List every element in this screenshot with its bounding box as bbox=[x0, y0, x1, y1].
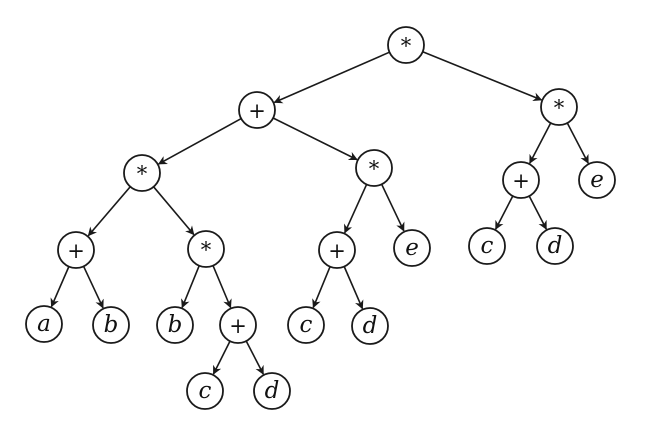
edge-arrow bbox=[312, 266, 331, 309]
node-label: b bbox=[104, 312, 119, 338]
node-label: + bbox=[512, 169, 530, 193]
edge-arrow bbox=[50, 266, 70, 308]
node-circle bbox=[238, 91, 276, 129]
edge-arrow bbox=[245, 340, 265, 375]
variable-node-b: b bbox=[156, 306, 194, 344]
node-circle bbox=[536, 227, 574, 265]
node-label: * bbox=[201, 238, 212, 262]
variable-node-d: d bbox=[253, 372, 291, 410]
node-circle bbox=[578, 161, 616, 199]
variable-node-d: d bbox=[536, 227, 574, 265]
edge-arrow bbox=[422, 51, 543, 102]
edge-arrow bbox=[566, 122, 589, 164]
node-label: c bbox=[300, 312, 313, 338]
node-circle bbox=[393, 229, 431, 267]
edge-arrow bbox=[344, 184, 368, 234]
node-label: a bbox=[37, 311, 51, 337]
node-circle bbox=[25, 305, 63, 343]
node-circle bbox=[540, 88, 578, 126]
edge-arrow bbox=[272, 117, 358, 161]
variable-node-d: d bbox=[351, 307, 389, 345]
variable-node-b: b bbox=[92, 306, 130, 344]
node-label: c bbox=[199, 378, 212, 404]
plus-operator-node: + bbox=[318, 231, 356, 269]
node-circle bbox=[187, 230, 225, 268]
multiply-operator-node: * bbox=[355, 149, 393, 187]
node-circle bbox=[502, 161, 540, 199]
multiply-operator-node: * bbox=[123, 154, 161, 192]
node-label: * bbox=[369, 157, 380, 181]
edge-arrow bbox=[494, 195, 514, 230]
edge-arrow bbox=[273, 51, 390, 104]
variable-node-e: e bbox=[578, 161, 616, 199]
multiply-operator-node: * bbox=[540, 88, 578, 126]
node-circle bbox=[387, 26, 425, 64]
node-circle bbox=[92, 306, 130, 344]
variable-node-e: e bbox=[393, 229, 431, 267]
node-circle bbox=[351, 307, 389, 345]
plus-operator-node: + bbox=[238, 91, 276, 129]
node-circle bbox=[287, 306, 325, 344]
edge-arrow bbox=[212, 340, 231, 375]
node-label: + bbox=[248, 99, 266, 123]
node-label: c bbox=[481, 233, 494, 259]
edge-arrow bbox=[157, 117, 242, 165]
multiply-operator-node: * bbox=[187, 230, 225, 268]
node-label: b bbox=[168, 312, 183, 338]
edge-arrow bbox=[380, 183, 405, 232]
node-circle bbox=[253, 372, 291, 410]
node-label: + bbox=[229, 314, 247, 338]
node-label: d bbox=[363, 313, 378, 339]
variable-node-c: c bbox=[468, 227, 506, 265]
node-label: e bbox=[590, 167, 604, 193]
tree-nodes: * + * * + e * + e c d + * a b b + c d c d bbox=[25, 26, 616, 410]
edge-arrow bbox=[529, 122, 552, 164]
node-circle bbox=[355, 149, 393, 187]
node-label: * bbox=[137, 162, 148, 186]
node-circle bbox=[318, 231, 356, 269]
node-circle bbox=[186, 372, 224, 410]
variable-node-c: c bbox=[287, 306, 325, 344]
plus-operator-node: + bbox=[219, 306, 257, 344]
node-circle bbox=[123, 154, 161, 192]
node-label: * bbox=[401, 34, 412, 58]
edge-arrow bbox=[82, 265, 104, 309]
plus-operator-node: + bbox=[57, 231, 95, 269]
node-circle bbox=[468, 227, 506, 265]
tree-edges bbox=[50, 51, 589, 375]
variable-node-a: a bbox=[25, 305, 63, 343]
node-label: d bbox=[548, 233, 563, 259]
node-label: + bbox=[67, 239, 85, 263]
node-circle bbox=[57, 231, 95, 269]
node-label: + bbox=[328, 239, 346, 263]
edge-arrow bbox=[212, 265, 232, 309]
multiply-operator-node: * bbox=[387, 26, 425, 64]
edge-arrow bbox=[181, 265, 200, 309]
variable-node-c: c bbox=[186, 372, 224, 410]
node-circle bbox=[219, 306, 257, 344]
node-circle bbox=[156, 306, 194, 344]
plus-operator-node: + bbox=[502, 161, 540, 199]
edge-arrow bbox=[343, 266, 364, 310]
node-label: e bbox=[405, 235, 419, 261]
edge-arrow bbox=[152, 186, 195, 236]
node-label: * bbox=[554, 96, 565, 120]
node-label: d bbox=[265, 378, 280, 404]
edge-arrow bbox=[87, 186, 131, 237]
edge-arrow bbox=[528, 195, 548, 230]
